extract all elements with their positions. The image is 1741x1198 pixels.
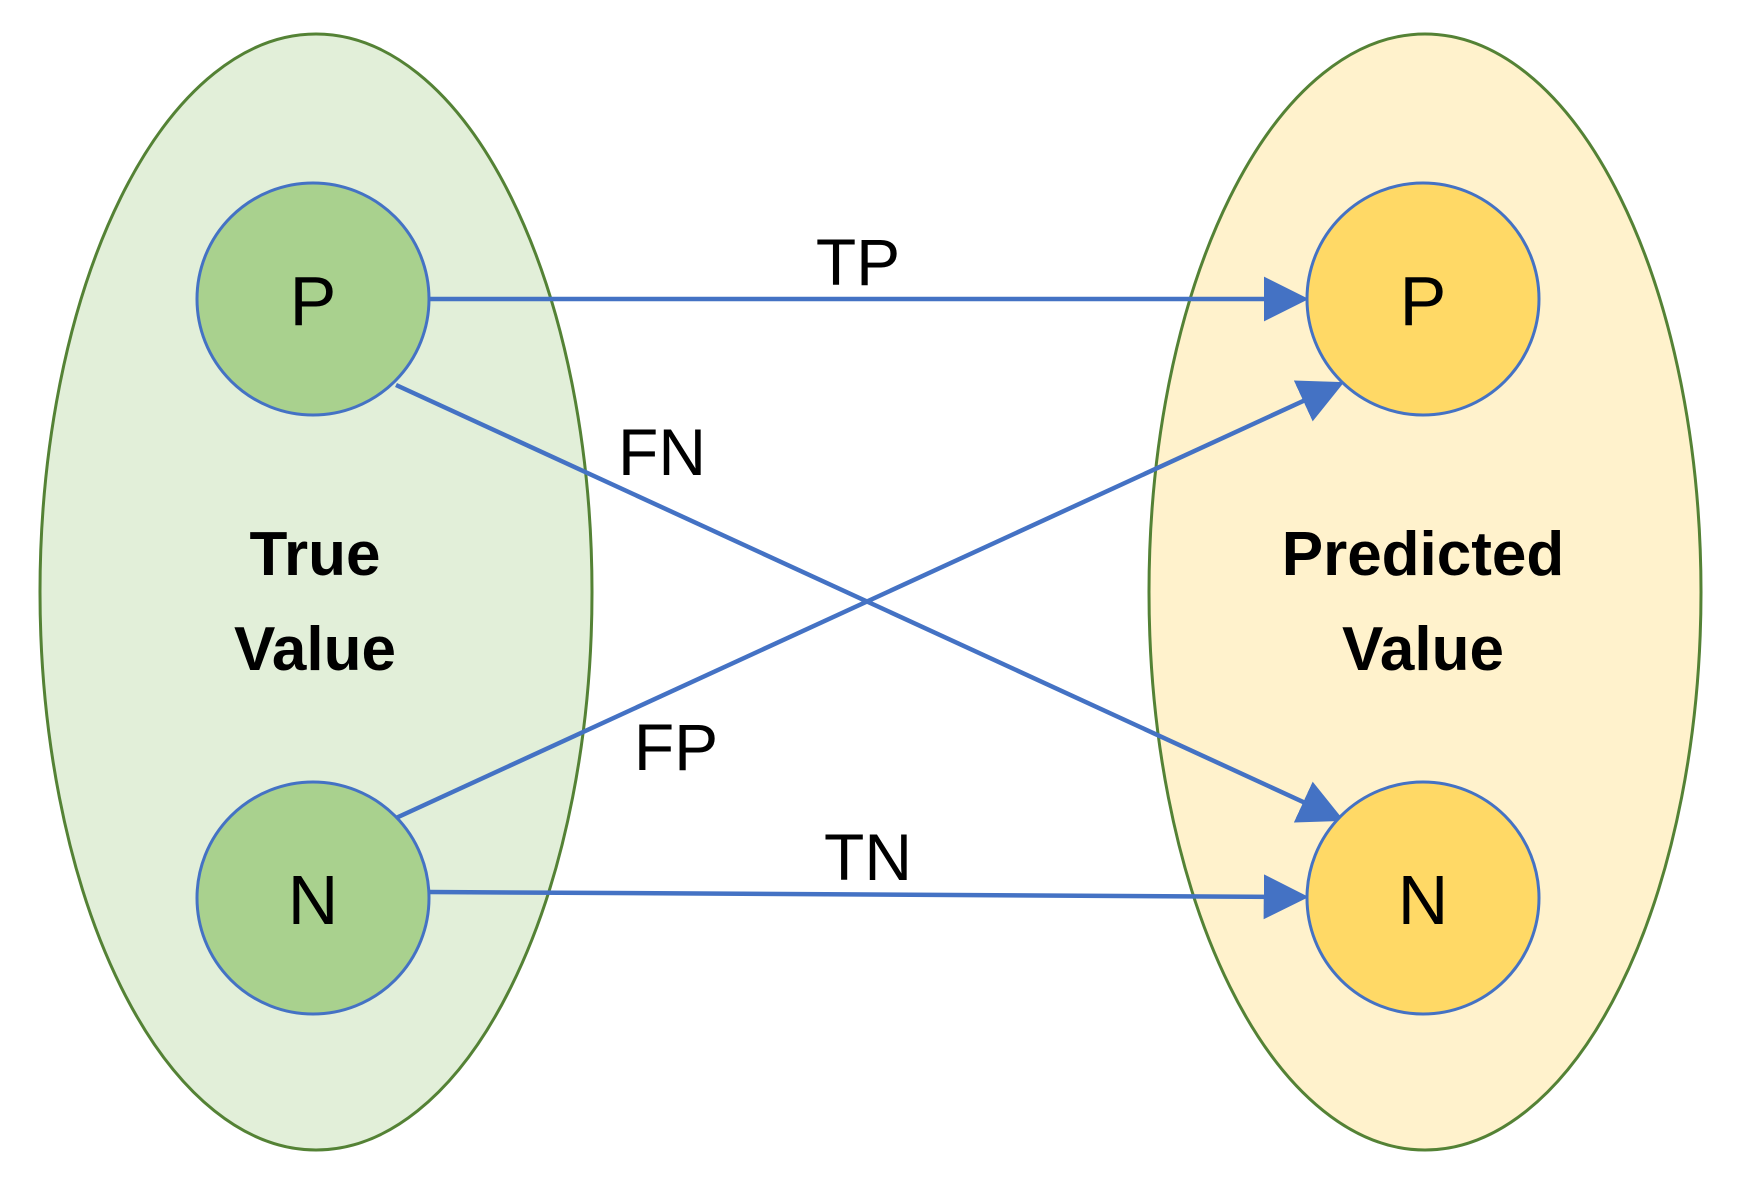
true-value-title-line2: Value: [234, 615, 396, 684]
true-negative-node: [195, 780, 431, 1016]
edge-label-tp: TP: [816, 225, 900, 299]
predicted-positive-label: P: [1400, 262, 1447, 340]
predicted-positive-node: [1305, 181, 1541, 417]
edge-label-fn: FN: [618, 415, 706, 489]
arrow-tn: [429, 874, 1309, 920]
predicted-negative-label: N: [1398, 861, 1449, 939]
edge-label-fp: FP: [634, 710, 718, 784]
true-positive-node: [195, 181, 431, 417]
true-positive-label: P: [290, 262, 337, 340]
true-value-group: [38, 32, 594, 1152]
edge-label-tn: TN: [824, 820, 912, 894]
predicted-value-title-line2: Value: [1342, 615, 1504, 684]
predicted-value-title-line1: Predicted: [1282, 520, 1565, 589]
arrow-fp: [395, 380, 1345, 821]
true-negative-label: N: [288, 861, 339, 939]
true-value-title-line1: True: [250, 520, 381, 589]
predicted-negative-node: [1305, 780, 1541, 1016]
